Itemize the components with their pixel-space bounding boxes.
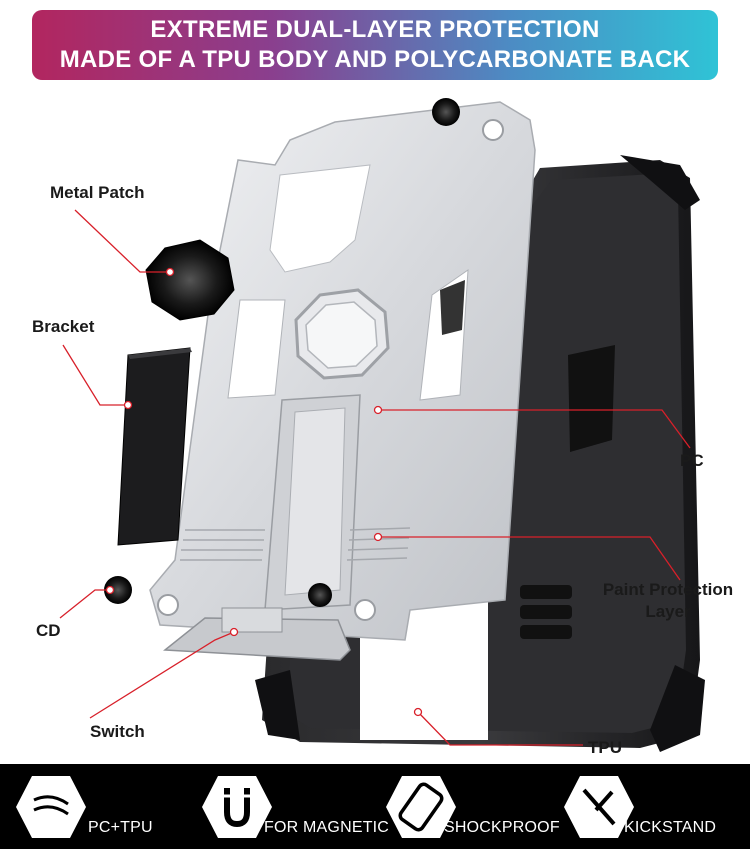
- switch-part: [163, 607, 351, 661]
- cd-part: [104, 576, 132, 604]
- pc-shell: [149, 98, 536, 641]
- magnet-icon: [202, 776, 272, 838]
- callout-paint-line1: Paint Protection: [602, 580, 734, 599]
- callout-paint-protection: Paint Protection Layer: [592, 579, 744, 623]
- metal-patch-part: [145, 239, 235, 321]
- callout-pc: PC: [680, 451, 704, 470]
- feature-label: FOR MAGNETIC: [264, 819, 390, 836]
- callout-switch: Switch: [90, 722, 145, 741]
- callout-cd: CD: [36, 621, 61, 640]
- kickstand-icon: [564, 776, 634, 838]
- callout-bracket: Bracket: [32, 317, 95, 336]
- banner-title-line2: MADE OF A TPU BODY AND POLYCARBONATE BAC…: [59, 46, 691, 73]
- banner-title-line1: EXTREME DUAL-LAYER PROTECTION: [150, 16, 600, 43]
- feature-bar: PC+TPU FOR MAGNETIC SHOCKPROOF KICKSTAND: [0, 764, 750, 849]
- feature-shockproof: SHOCKPROOF: [380, 764, 565, 849]
- feature-label: PC+TPU: [88, 819, 153, 836]
- bracket-part: [117, 347, 192, 546]
- callout-tpu: TPU: [588, 738, 622, 757]
- phone-shock-icon: [386, 776, 456, 838]
- feature-label: SHOCKPROOF: [444, 819, 560, 836]
- leader-dots: [105, 267, 423, 717]
- layers-icon: [16, 776, 86, 838]
- leader-lines: [59, 209, 691, 746]
- feature-magnetic: FOR MAGNETIC: [190, 764, 389, 849]
- feature-label: KICKSTAND: [624, 819, 717, 836]
- feature-kickstand: KICKSTAND: [562, 764, 750, 849]
- feature-pc-tpu: PC+TPU: [0, 764, 185, 849]
- callout-paint-line2: Layer: [645, 602, 691, 621]
- callout-metal-patch: Metal Patch: [50, 183, 145, 202]
- header-banner: EXTREME DUAL-LAYER PROTECTION MADE OF A …: [32, 10, 718, 80]
